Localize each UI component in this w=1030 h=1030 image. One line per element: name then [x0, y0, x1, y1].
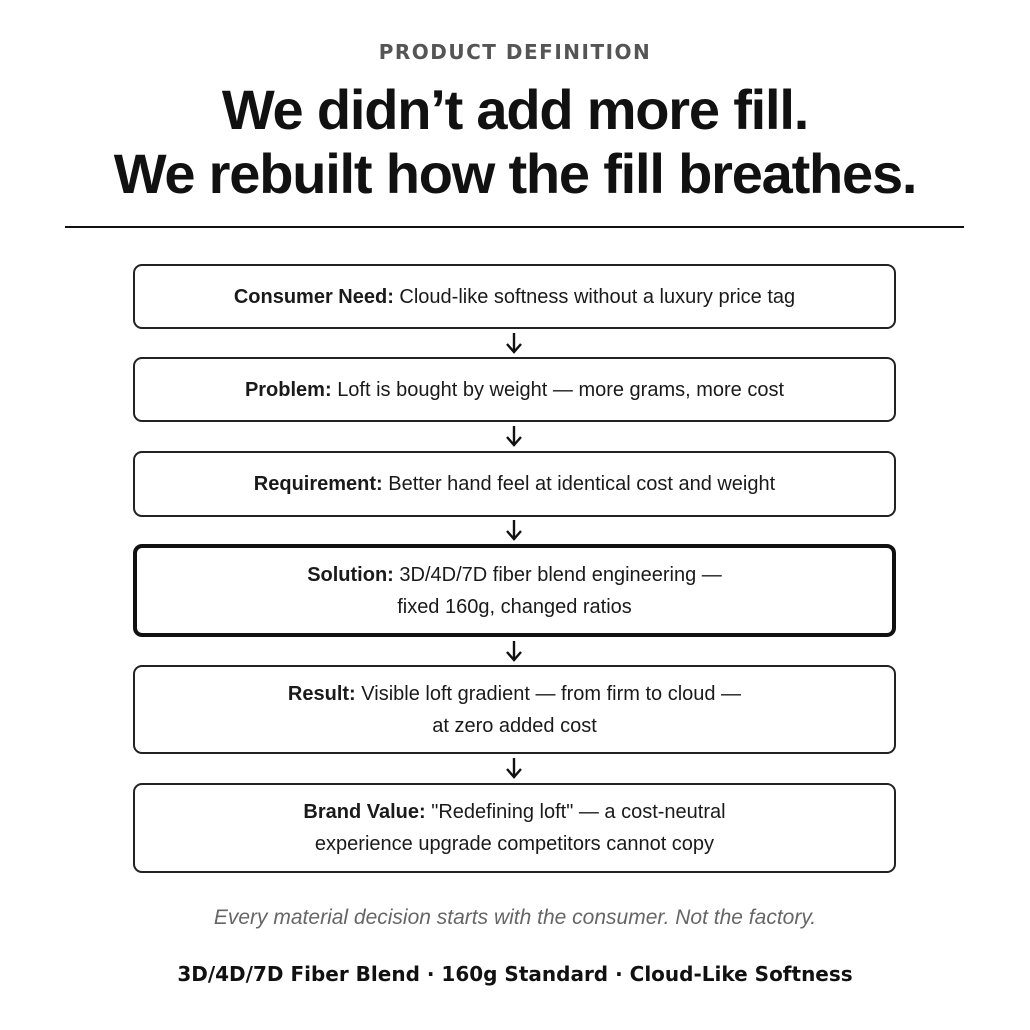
step-line-1: Solution: 3D/4D/7D fiber blend engineeri… — [307, 559, 722, 591]
step-line-2: experience upgrade competitors cannot co… — [314, 833, 715, 855]
step-label: Solution: — [307, 563, 394, 586]
step-text: Better hand feel at identical cost and w… — [388, 473, 776, 495]
step-text: "Redefining loft" — a cost-neutral — [431, 801, 726, 823]
arrow-down-icon — [506, 641, 522, 662]
step-line-1: Brand Value: "Redefining loft" — a cost-… — [303, 796, 725, 828]
step-line-1: Consumer Need: Cloud-like softness witho… — [234, 281, 795, 313]
step-text: Loft is bought by weight — more grams, m… — [337, 378, 785, 401]
step-label: Brand Value: — [303, 801, 426, 823]
step-label: Problem: — [244, 378, 332, 401]
step-requirement: Requirement: Better hand feel at identic… — [133, 451, 896, 517]
footer-specs: 3D/4D/7D Fiber Blend · 160g Standard · C… — [177, 962, 853, 986]
step-result: Result: Visible loft gradient — from fir… — [133, 665, 896, 754]
step-label: Result: — [287, 682, 356, 705]
step-text: Visible loft gradient — from firm to clo… — [361, 682, 742, 705]
step-label: Requirement: — [253, 473, 383, 495]
step-line-1: Problem: Loft is bought by weight — more… — [245, 374, 784, 406]
eyebrow-label: PRODUCT DEFINITION — [378, 40, 652, 64]
step-text: Cloud-like softness without a luxury pri… — [399, 285, 796, 308]
tagline: Every material decision starts with the … — [213, 906, 817, 929]
step-brand-value: Brand Value: "Redefining loft" — a cost-… — [133, 783, 896, 873]
step-line-1: Requirement: Better hand feel at identic… — [254, 468, 775, 500]
arrow-down-icon — [506, 758, 522, 779]
headline-line-2: We rebuilt how the fill breathes. — [113, 142, 918, 205]
step-problem: Problem: Loft is bought by weight — more… — [133, 357, 896, 422]
arrow-down-icon — [506, 333, 522, 354]
step-solution: Solution: 3D/4D/7D fiber blend engineeri… — [133, 544, 896, 637]
arrow-down-icon — [506, 426, 522, 447]
step-line-2: fixed 160g, changed ratios — [397, 595, 632, 618]
step-consumer-need: Consumer Need: Cloud-like softness witho… — [133, 264, 896, 329]
arrow-down-icon — [506, 520, 522, 541]
step-text: 3D/4D/7D fiber blend engineering — — [399, 563, 722, 586]
header-divider — [65, 226, 964, 228]
headline-line-1: We didn’t add more fill. — [221, 78, 809, 141]
step-line-1: Result: Visible loft gradient — from fir… — [288, 678, 741, 710]
step-line-2: at zero added cost — [432, 714, 597, 737]
page-title: We didn’t add more fill. We rebuilt how … — [0, 78, 1030, 206]
step-label: Consumer Need: — [233, 285, 394, 308]
